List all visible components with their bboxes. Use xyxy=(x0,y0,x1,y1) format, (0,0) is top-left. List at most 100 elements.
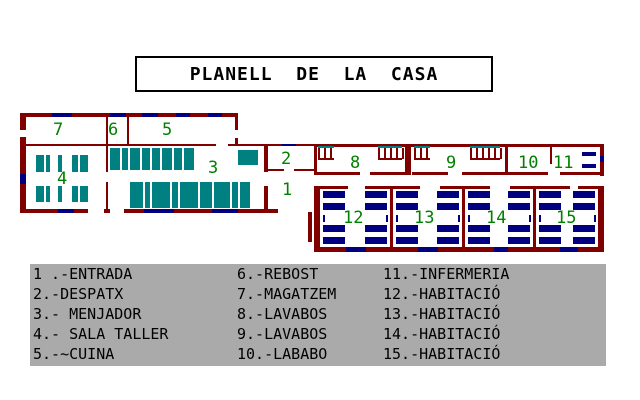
table xyxy=(72,155,88,172)
basin xyxy=(414,148,416,159)
title-box: PLANELL DE LA CASA xyxy=(135,56,493,92)
gap xyxy=(172,148,174,170)
wall xyxy=(598,186,604,252)
wall xyxy=(316,144,604,147)
legend-item-4: 4.- SALA TALLER xyxy=(33,325,169,343)
wall xyxy=(314,172,360,175)
window xyxy=(110,113,126,117)
legend-item-12: 12.-HABITACIÓ xyxy=(383,285,501,303)
window xyxy=(58,209,74,213)
bed xyxy=(582,152,596,156)
legend-item-8: 8.-LAVABOS xyxy=(237,305,328,323)
bed xyxy=(323,191,345,198)
wall xyxy=(20,113,26,130)
wall xyxy=(462,189,465,247)
bed xyxy=(396,191,418,198)
wall xyxy=(505,144,508,175)
window xyxy=(560,247,578,252)
wall xyxy=(264,146,268,172)
wall xyxy=(440,186,490,189)
legend-item-3: 3.- MENJADOR xyxy=(33,305,142,323)
table xyxy=(58,186,62,202)
room-label-13: 13 xyxy=(414,208,435,228)
bed xyxy=(539,237,561,244)
bed xyxy=(437,237,459,244)
basin xyxy=(414,158,430,160)
room-label-5: 5 xyxy=(162,120,173,140)
wall xyxy=(235,113,238,130)
bed xyxy=(573,237,595,244)
window xyxy=(208,113,222,117)
wall xyxy=(508,172,548,175)
wall xyxy=(412,172,448,175)
pipe xyxy=(378,146,402,148)
wall xyxy=(578,186,604,189)
bed xyxy=(365,191,387,198)
pipe xyxy=(470,146,500,148)
bed xyxy=(437,191,459,198)
basin xyxy=(330,148,332,159)
window xyxy=(20,174,26,184)
wall xyxy=(106,182,108,213)
basin xyxy=(402,148,404,159)
bed xyxy=(508,237,530,244)
window xyxy=(600,156,604,162)
wall xyxy=(104,209,110,213)
bed xyxy=(365,237,387,244)
legend-item-7: 7.-MAGATZEM xyxy=(237,285,337,303)
gap xyxy=(230,182,232,208)
table xyxy=(36,186,50,202)
wall xyxy=(26,144,216,146)
basin xyxy=(470,158,500,160)
wall xyxy=(314,146,317,172)
gap xyxy=(238,182,240,208)
wall xyxy=(308,212,312,242)
legend-item-5: 5.-~CUINA xyxy=(33,345,115,363)
legend-item-2: 2.-DESPATX xyxy=(33,285,124,303)
wall xyxy=(20,113,238,117)
bed xyxy=(468,191,490,198)
bed xyxy=(508,203,530,210)
window xyxy=(144,209,174,213)
wall xyxy=(294,169,316,171)
bed xyxy=(458,215,460,222)
bed xyxy=(396,237,418,244)
room-label-2: 2 xyxy=(281,149,292,169)
room-label-10: 10 xyxy=(518,153,539,173)
wall xyxy=(264,186,268,213)
basin xyxy=(396,148,398,159)
bed xyxy=(539,191,561,198)
wall xyxy=(550,144,552,164)
bed xyxy=(396,215,398,222)
bed xyxy=(468,237,490,244)
table xyxy=(58,155,62,172)
bed xyxy=(386,215,388,222)
wall xyxy=(106,117,108,146)
gap xyxy=(120,148,122,170)
room-label-7: 7 xyxy=(53,120,64,140)
bed xyxy=(437,225,459,232)
bed xyxy=(437,203,459,210)
counter xyxy=(238,150,258,165)
basin xyxy=(390,148,392,159)
legend-item-6: 6.-REBOST xyxy=(237,265,319,283)
pipe xyxy=(414,146,430,148)
room-label-8: 8 xyxy=(350,153,361,173)
room-label-3: 3 xyxy=(208,158,219,178)
bed xyxy=(508,225,530,232)
wall xyxy=(106,146,108,172)
bed xyxy=(468,225,490,232)
window xyxy=(494,247,508,252)
room-label-11: 11 xyxy=(553,153,574,173)
basin xyxy=(476,148,478,159)
gap xyxy=(140,148,142,170)
room-label-4: 4 xyxy=(57,169,68,189)
basin xyxy=(482,148,484,159)
wall xyxy=(314,186,320,252)
room-label-14: 14 xyxy=(486,208,507,228)
bed xyxy=(539,203,561,210)
gap xyxy=(178,182,180,208)
room-label-12: 12 xyxy=(343,208,364,228)
